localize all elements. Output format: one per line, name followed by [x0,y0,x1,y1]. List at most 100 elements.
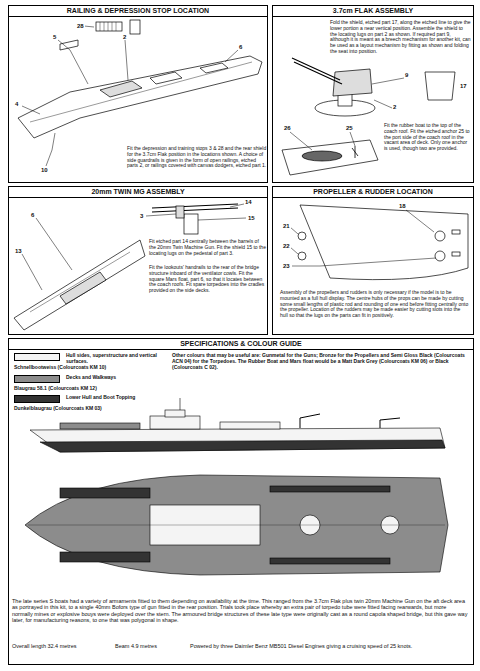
instruction-text: Fit the depression and training stops 3 … [127,146,267,169]
callout-number: 28 [76,23,85,29]
flak-gun [282,58,455,175]
leader-line [36,218,72,270]
stern-hull [298,252,306,260]
instruction-text: Fold the shield, etched part 17, along t… [330,20,471,55]
instruction-panel: RAILING & DEPRESSION STOP LOCATION Fit th… [8,5,268,183]
callout-number: 6 [238,44,243,50]
ship-profile [30,428,445,452]
panel-heading: 20mm TWIN MG ASSEMBLY [9,187,267,198]
callout-number: 17 [459,83,468,89]
leader-line [290,132,312,150]
stern-hull [435,251,445,261]
legend-text: Decks and Walkways [66,375,166,381]
stern-hull [435,231,445,241]
railing-hull [200,63,228,73]
railing-hull [130,20,140,34]
flak-gun [302,151,342,161]
instruction-text: Fit the rubber boat to the top of the co… [384,123,471,152]
leader-line [58,40,88,84]
instruction-panel: 3.7cm FLAK ASSEMBLY Fold the shield, etch… [272,5,474,183]
stern-hull [298,205,468,280]
railing-hull [150,72,182,84]
stern-hull [298,232,306,240]
callout-number: 3 [139,213,144,219]
ship-plan [270,558,390,564]
ship-profile [180,398,181,410]
ship-profile [40,440,445,452]
railing-hull [100,22,116,31]
railing-hull [60,40,78,50]
stern-hull [452,252,460,256]
leader-line [372,78,404,84]
twin-mg [30,252,130,312]
leader-line [290,227,298,234]
callout-number: 25 [345,125,354,131]
callout-number: 10 [40,167,49,173]
legend-row: Hull sides, superstructure and vertical … [14,353,174,365]
colour-note: Other colours that may be useful are: Gu… [172,353,468,370]
callout-number: 14 [244,199,253,205]
callout-number: 2 [122,34,127,40]
instruction-text: Fit the lookouts' handrails to the rear … [149,265,267,294]
colour-note: Blaugrau 58.1 (Colourcoats KM 12) [14,386,164,392]
legend-row: Lower Hull and Boot Topping [14,395,174,407]
leader-line [22,26,238,166]
leader-line [225,50,238,62]
callout-number: 21 [282,223,291,229]
twin-mg [176,206,184,218]
legend-text: Hull sides, superstructure and vertical … [66,353,166,365]
twin-mg [60,272,106,304]
spec-text: The late series S boats had a variety of… [12,598,468,623]
leader-line [198,218,246,220]
callout-number: 9 [404,72,409,78]
callout-number: 13 [14,248,23,254]
leader-line [406,210,434,232]
spec-text: Beam 4.9 metres [115,643,157,649]
twin-mg [152,204,238,212]
panel-heading: SPECIFICATIONS & COLOUR GUIDE [9,339,473,350]
flak-gun [282,140,378,175]
stern-hull [452,230,460,234]
leader-line [290,247,298,254]
colour-swatch [14,353,60,361]
railing-hull [100,81,142,97]
instruction-panel: 20mm TWIN MG ASSEMBLY Fit etched part 14 … [8,186,268,335]
leader-line [230,204,244,207]
callout-number: 2 [392,104,397,110]
ship-plan [270,486,390,492]
flak-gun [292,58,342,84]
railing-hull [30,62,252,122]
legend-row: Decks and Walkways [14,375,174,387]
panel-heading: 3.7cm FLAK ASSEMBLY [273,6,473,17]
twin-mg [184,214,198,234]
instruction-text: Assembly of the propellers and rudders i… [280,290,469,319]
ship-plan [25,475,448,575]
callout-number: 4 [14,101,19,107]
ship-profile [220,422,280,429]
colour-swatch [14,375,60,383]
leader-line [146,214,176,216]
callout-number: 23 [282,263,291,269]
leader-line [46,133,55,166]
leader-line [22,254,42,290]
colour-note: Dunkelblaugrau (Colourcoats KM 03) [14,406,164,412]
leader-line [290,210,436,266]
instruction-text: Fit etched part 14 centrally between the… [149,239,267,256]
stern-hull [300,205,468,280]
ship-profile [165,410,185,417]
callout-number: 22 [282,243,291,249]
railing-hull [18,56,262,138]
twin-mg [14,240,145,330]
callout-number: 6 [30,212,35,218]
legend-text: Lower Hull and Boot Topping [66,395,166,401]
panel-heading: RAILING & DEPRESSION STOP LOCATION [9,6,267,17]
ship-profile [60,423,140,429]
colour-note: Schnellbootweiss (Colourcoats KM 10) [14,365,164,371]
railing-hull [96,22,122,31]
spec-text: Overall length 32.4 metres [12,643,77,649]
ship-plan [25,475,448,575]
railing-hull [18,20,262,138]
callout-number: 18 [398,203,407,209]
ship-plan [28,525,445,526]
ship-profile [300,414,400,428]
